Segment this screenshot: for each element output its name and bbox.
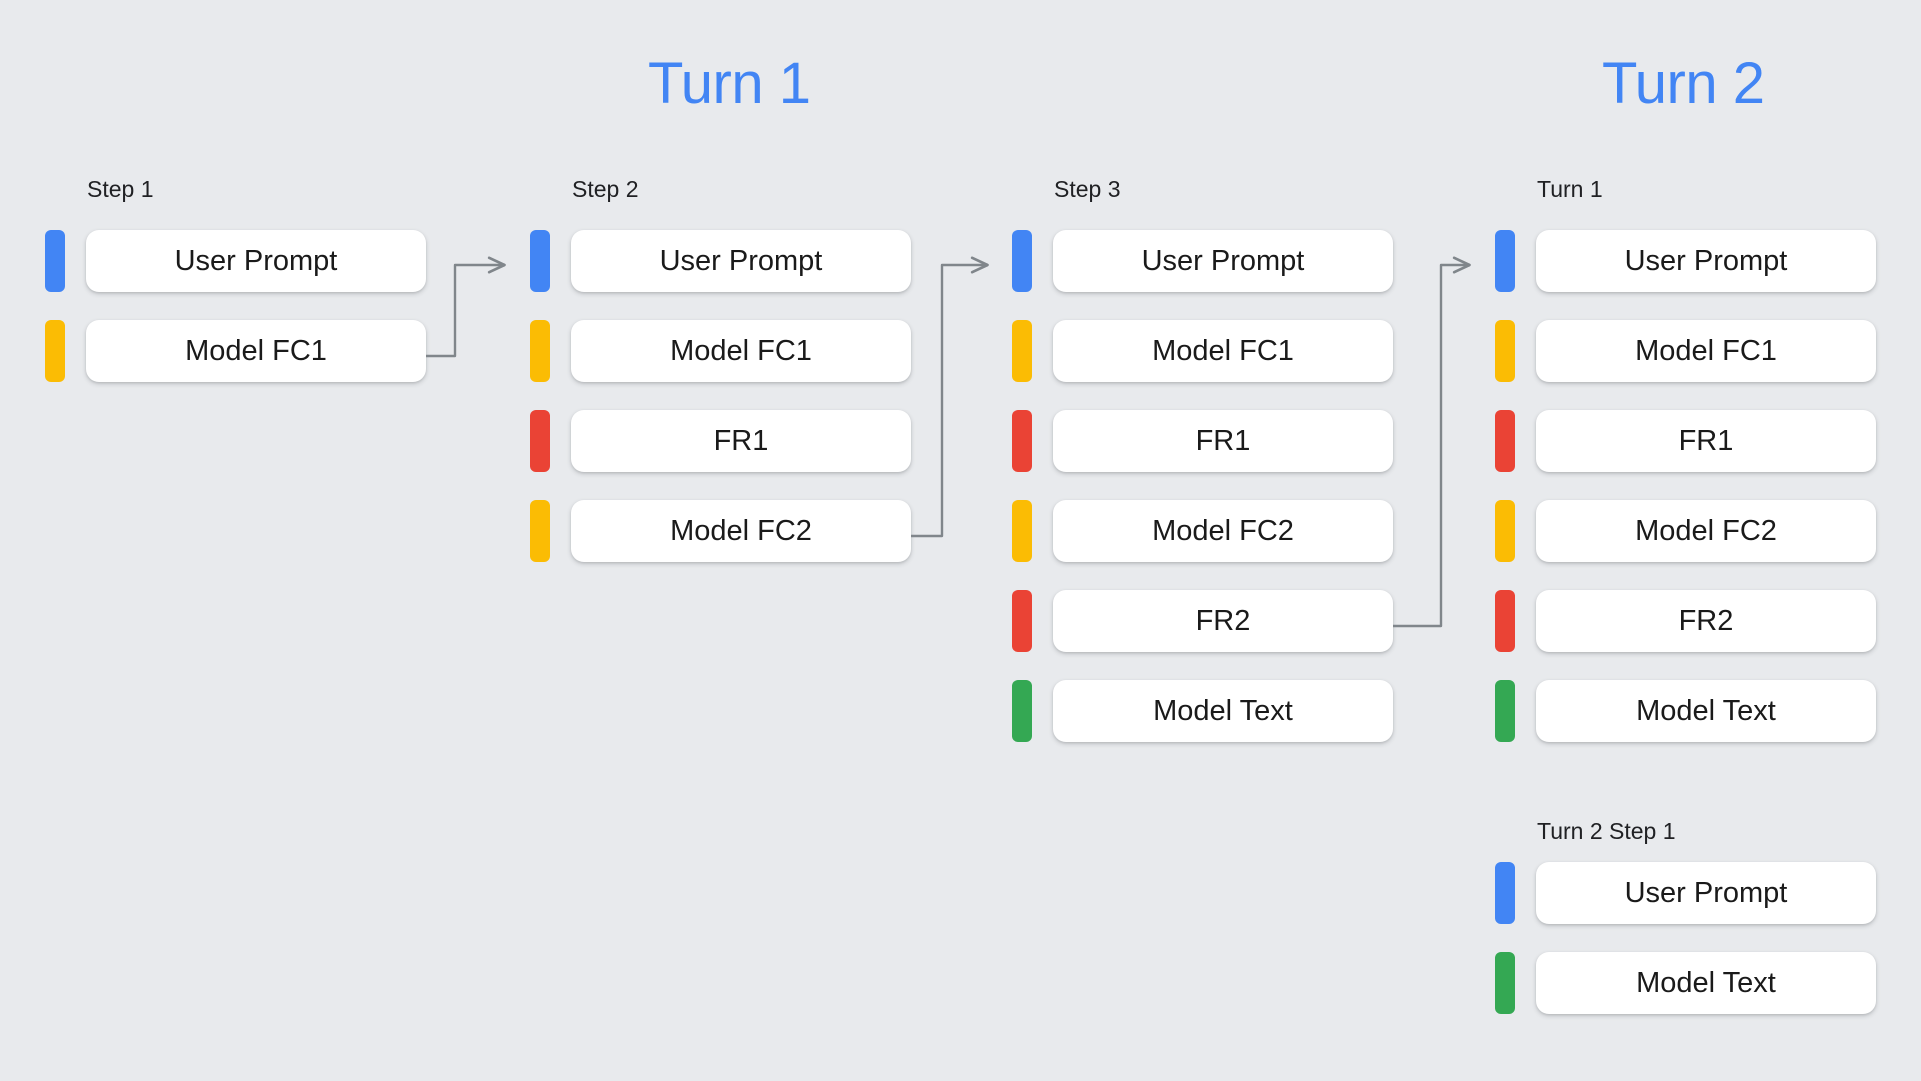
card-label[interactable]: Model Text [1536,680,1876,742]
card-row-step1-user-prompt[interactable]: User Prompt [45,230,426,292]
card-label[interactable]: Model FC1 [86,320,426,382]
card-label[interactable]: FR1 [571,410,911,472]
card-label[interactable]: FR1 [1536,410,1876,472]
card-row-step3-model-fc1[interactable]: Model FC1 [1012,320,1393,382]
card-label[interactable]: User Prompt [1536,230,1876,292]
role-bar-function-response [1495,590,1515,652]
role-bar-model-fc [45,320,65,382]
card-row-step2-model-fc2[interactable]: Model FC2 [530,500,911,562]
card-label[interactable]: Model FC2 [571,500,911,562]
card-row-step3-fr1[interactable]: FR1 [1012,410,1393,472]
card-row-step2-user-prompt[interactable]: User Prompt [530,230,911,292]
turn-2-heading: Turn 2 [1602,51,1765,116]
column-label-step-1: Step 1 [87,176,154,202]
role-bar-model-text [1012,680,1032,742]
card-label[interactable]: FR2 [1053,590,1393,652]
column-label-step-3: Step 3 [1054,176,1121,202]
role-bar-model-fc [1012,500,1032,562]
role-bar-model-fc [1012,320,1032,382]
role-bar-user-prompt [1495,230,1515,292]
turn-1-heading: Turn 1 [648,51,811,116]
card-label[interactable]: User Prompt [1053,230,1393,292]
card-label[interactable]: FR1 [1053,410,1393,472]
role-bar-model-text [1495,680,1515,742]
role-bar-model-fc [530,320,550,382]
column-label-turn-2-step-1: Turn 2 Step 1 [1537,818,1676,844]
card-row-step3-user-prompt[interactable]: User Prompt [1012,230,1393,292]
role-bar-function-response [1012,410,1032,472]
card-row-step2-fr1[interactable]: FR1 [530,410,911,472]
card-row-step3-fr2[interactable]: FR2 [1012,590,1393,652]
role-bar-function-response [1012,590,1032,652]
card-label[interactable]: Model Text [1536,952,1876,1014]
card-label[interactable]: Model FC1 [571,320,911,382]
role-bar-user-prompt [1012,230,1032,292]
role-bar-model-fc [1495,320,1515,382]
connector-step2-to-step3 [911,256,989,538]
card-row-step2-model-fc1[interactable]: Model FC1 [530,320,911,382]
card-row-turn2-model-text[interactable]: Model Text [1495,680,1876,742]
card-label[interactable]: Model Text [1053,680,1393,742]
card-row-turn2step1-model-text[interactable]: Model Text [1495,952,1876,1014]
card-label[interactable]: Model FC2 [1053,500,1393,562]
card-label[interactable]: Model FC2 [1536,500,1876,562]
card-label[interactable]: Model FC1 [1053,320,1393,382]
card-row-step3-model-text[interactable]: Model Text [1012,680,1393,742]
card-label[interactable]: User Prompt [86,230,426,292]
card-row-turn2-user-prompt[interactable]: User Prompt [1495,230,1876,292]
role-bar-user-prompt [45,230,65,292]
card-row-step1-model-fc1[interactable]: Model FC1 [45,320,426,382]
role-bar-user-prompt [530,230,550,292]
role-bar-model-fc [1495,500,1515,562]
role-bar-model-text [1495,952,1515,1014]
card-row-turn2-model-fc2[interactable]: Model FC2 [1495,500,1876,562]
card-row-turn2-fr1[interactable]: FR1 [1495,410,1876,472]
card-label[interactable]: FR2 [1536,590,1876,652]
role-bar-function-response [530,410,550,472]
card-row-turn2-fr2[interactable]: FR2 [1495,590,1876,652]
card-row-turn2step1-user-prompt[interactable]: User Prompt [1495,862,1876,924]
role-bar-function-response [1495,410,1515,472]
card-row-step3-model-fc2[interactable]: Model FC2 [1012,500,1393,562]
column-label-turn-2-history: Turn 1 [1537,176,1603,202]
role-bar-model-fc [530,500,550,562]
card-label[interactable]: User Prompt [1536,862,1876,924]
role-bar-user-prompt [1495,862,1515,924]
card-row-turn2-model-fc1[interactable]: Model FC1 [1495,320,1876,382]
card-label[interactable]: Model FC1 [1536,320,1876,382]
connector-step3-to-turn2 [1393,256,1471,628]
card-label[interactable]: User Prompt [571,230,911,292]
column-label-step-2: Step 2 [572,176,639,202]
connector-step1-to-step2 [426,256,506,358]
